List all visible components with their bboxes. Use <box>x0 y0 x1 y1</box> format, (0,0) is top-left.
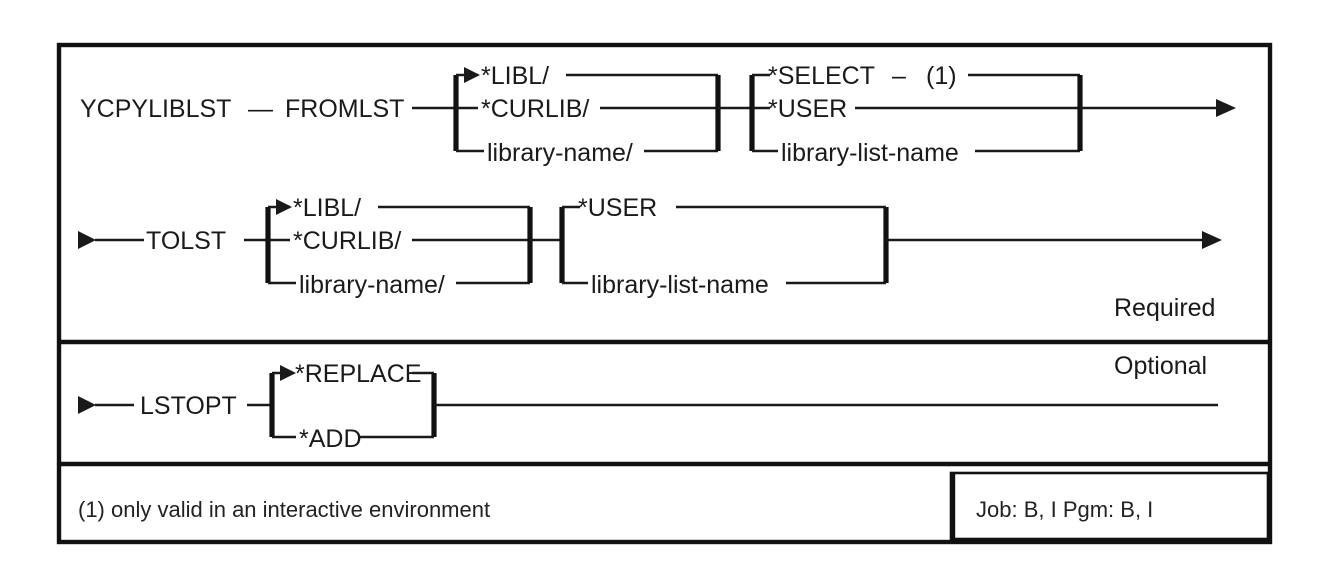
choice-curlib-tolst: *CURLIB/ <box>293 227 401 255</box>
choice-curlib: *CURLIB/ <box>481 95 589 123</box>
row-entry-arrow-tolst <box>78 231 96 249</box>
footnote-text: (1) only valid in an interactive environ… <box>78 497 490 522</box>
footnote-ref-1: (1) <box>926 62 957 90</box>
section-label-required: Required <box>1114 294 1215 322</box>
row-exit-arrow-tolst <box>1202 231 1222 249</box>
footnote-dash: – <box>892 62 906 90</box>
group-lstopt-choice: *REPLACE *ADD <box>269 360 437 453</box>
choice-library-list-name-fromlst: library-list-name <box>781 139 959 167</box>
group-tolst-listname: *USER library-list-name <box>559 194 889 299</box>
group-tolst-library: *LIBL/ *CURLIB/ library-name/ <box>265 194 533 299</box>
choice-add: *ADD <box>299 425 362 453</box>
group-fromlst-library: *LIBL/ *CURLIB/ library-name/ <box>453 62 721 167</box>
diagram-outer-border <box>56 42 1273 545</box>
env-box-text: Job: B, I Pgm: B, I <box>976 497 1153 522</box>
keyword-fromlst: FROMLST <box>285 95 404 123</box>
row-lstopt: Optional LSTOPT *REPLACE *ADD <box>78 352 1218 453</box>
default-arrow-replace <box>280 365 296 381</box>
row-entry-arrow-lstopt <box>78 396 96 414</box>
row-exit-arrow-fromlst <box>1216 99 1236 117</box>
choice-libl-tolst: *LIBL/ <box>293 194 361 222</box>
default-arrow-libl-tolst <box>276 199 292 215</box>
keyword-lstopt: LSTOPT <box>140 392 237 420</box>
command-dash: — <box>248 95 273 123</box>
section-label-optional: Optional <box>1114 352 1207 380</box>
choice-user-fromlst: *USER <box>768 95 847 123</box>
command-name: YCPYLIBLST <box>80 95 231 123</box>
row-tolst: TOLST *LIBL/ *CURLIB/ library-name/ <box>78 194 1222 322</box>
choice-replace: *REPLACE <box>295 360 421 388</box>
group-fromlst-listname: *SELECT – (1) *USER library-list-name <box>749 62 1083 167</box>
choice-user-tolst: *USER <box>578 194 657 222</box>
choice-select: *SELECT <box>768 62 875 90</box>
choice-library-list-name-tolst: library-list-name <box>591 271 769 299</box>
choice-library-name: library-name/ <box>487 139 633 167</box>
diagram-footer: (1) only valid in an interactive environ… <box>78 471 1270 541</box>
row-fromlst: YCPYLIBLST — FROMLST *LIBL/ *CURLIB/ <box>80 62 1236 167</box>
default-arrow-libl <box>464 67 480 83</box>
choice-libl: *LIBL/ <box>481 62 549 90</box>
keyword-tolst: TOLST <box>146 227 226 255</box>
choice-library-name-tolst: library-name/ <box>299 271 445 299</box>
